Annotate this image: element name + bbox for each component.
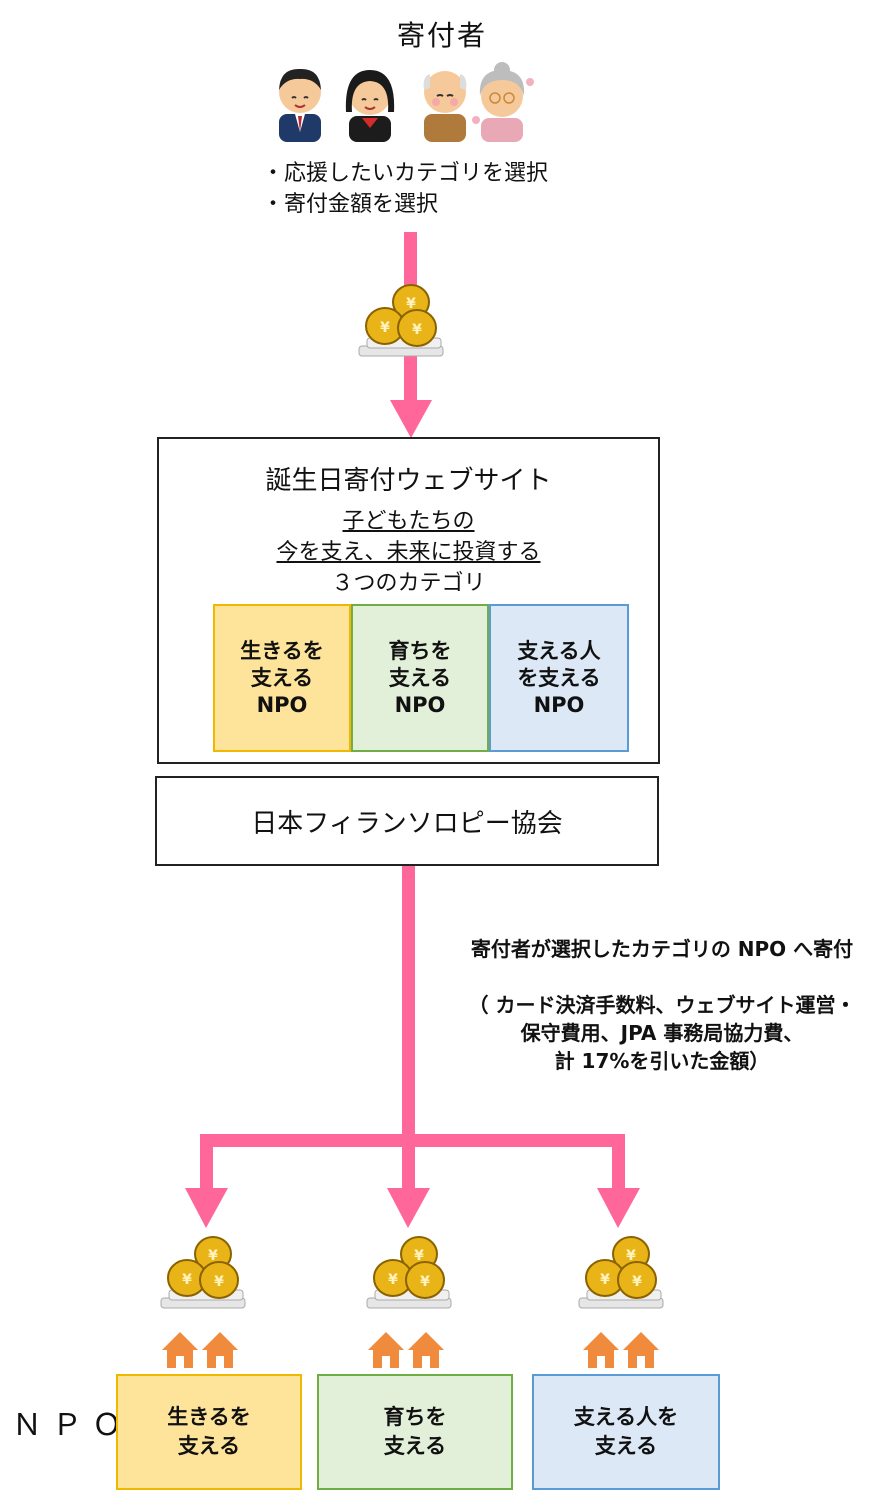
man-icon: [279, 68, 321, 142]
jpa-box: 日本フィランソロピー協会: [155, 776, 659, 866]
money-bags-icon: [366, 1236, 452, 1309]
flow-note-line-3: 保守費用、JPA 事務局協力費、: [520, 1021, 804, 1045]
flow-note-line-1: 寄付者が選択したカテゴリの NPO へ寄付: [470, 937, 854, 961]
houses-icon: [162, 1332, 238, 1368]
money-bags-icon: [160, 1236, 246, 1309]
website-title: 誕生日寄付ウェブサイト: [265, 466, 552, 496]
step-select-category: ・応援したいカテゴリを選択: [262, 161, 549, 186]
grandmother-icon: [472, 62, 534, 142]
concept-line-2: 今を支え、未来に投資する: [276, 540, 541, 565]
category-sodachi: 育ちを 支える NPO: [351, 604, 489, 752]
category-ikiru: 生きるを 支える NPO: [213, 604, 351, 752]
npo-icons-row: ¥¥¥: [160, 1236, 664, 1368]
concept-line-3: ３つのカテゴリ: [331, 571, 486, 596]
money-bags-icon: ¥ ¥ ¥: [358, 284, 444, 357]
website-concept: 子どもたちの 今を支え、未来に投資する ３つのカテゴリ: [157, 506, 660, 599]
website-box: [157, 437, 660, 764]
svg-text:¥: ¥: [406, 296, 416, 312]
category-sasaeru-hito: 支える人 を支える NPO: [489, 604, 629, 752]
svg-text:¥: ¥: [412, 322, 422, 338]
npo-label: ＮＰＯ: [12, 1408, 132, 1443]
flow-note-line-2: （ カード決済手数料、ウェブサイト運営・: [468, 993, 856, 1017]
houses-icon: [368, 1332, 444, 1368]
npo-sodachi: 育ちを 支える: [317, 1374, 513, 1490]
donor-title: 寄付者: [396, 19, 487, 52]
flow-note: 寄付者が選択したカテゴリの NPO へ寄付 （ カード決済手数料、ウェブサイト運…: [440, 935, 884, 1075]
money-bags-icon: [578, 1236, 664, 1309]
donors-illustration: [279, 62, 534, 142]
grandfather-icon: [423, 71, 467, 142]
houses-icon: [583, 1332, 659, 1368]
step-select-amount: ・寄付金額を選択: [262, 192, 439, 217]
svg-text:¥: ¥: [380, 320, 390, 336]
concept-line-1: 子どもたちの: [342, 509, 475, 534]
flow-note-line-4: 計 17%を引いた金額）: [554, 1049, 770, 1073]
distribution-arrows: [185, 866, 640, 1228]
npo-sasaeru-hito: 支える人を 支える: [532, 1374, 720, 1490]
npo-ikiru: 生きるを 支える: [116, 1374, 302, 1490]
donor-steps: ・応援したいカテゴリを選択 ・寄付金額を選択: [262, 158, 548, 220]
woman-icon: [345, 70, 395, 142]
